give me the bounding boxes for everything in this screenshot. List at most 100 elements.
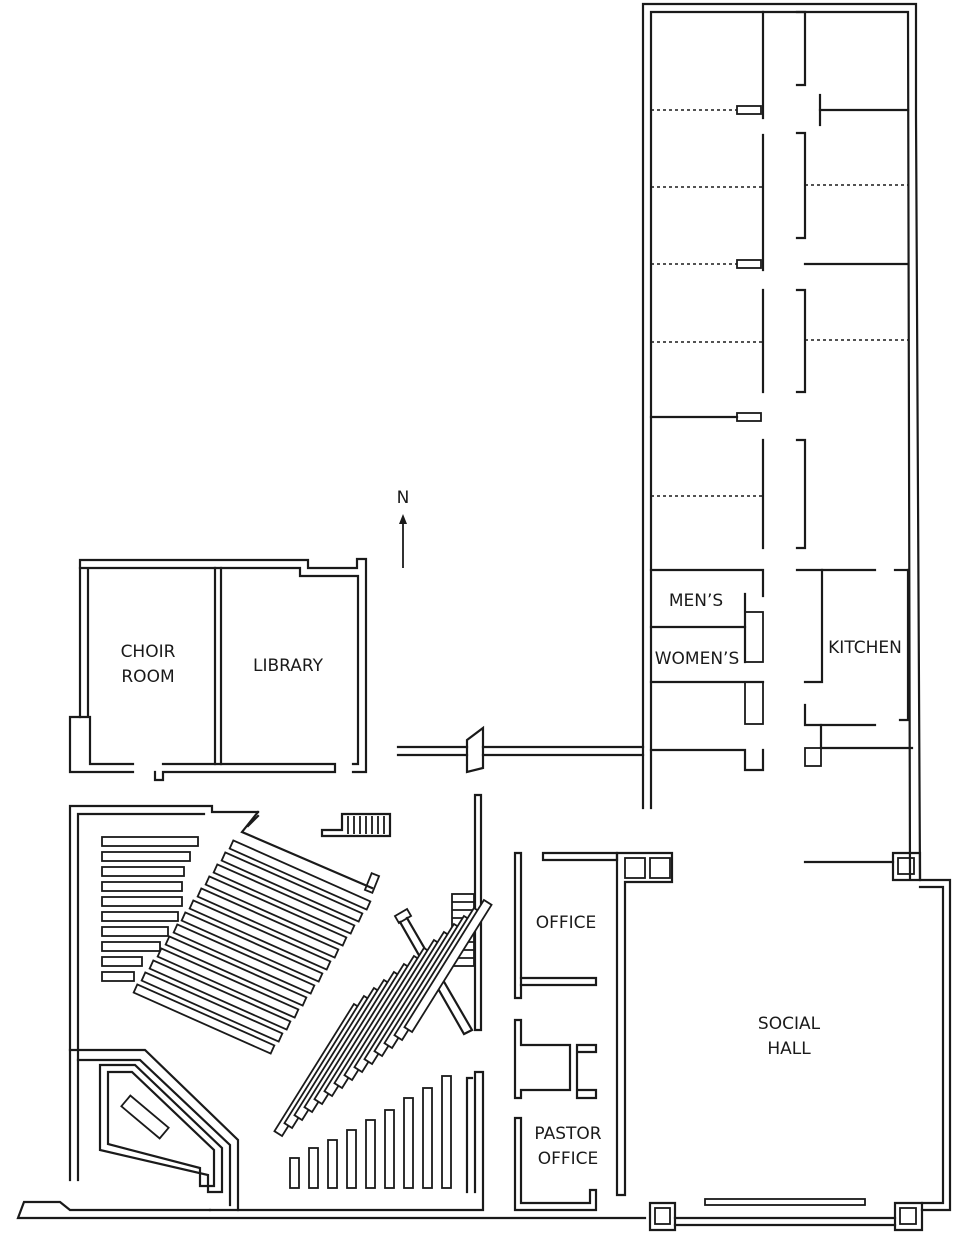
choir-library-divider	[213, 566, 223, 766]
sanctuary-east-wall	[473, 793, 483, 1032]
pew	[148, 959, 292, 1031]
kitchen-column	[804, 747, 822, 767]
east-wing-outer-wall	[641, 2, 922, 880]
partition-pocket	[736, 259, 762, 269]
pew	[101, 911, 179, 922]
social-hall-west-wall	[615, 851, 674, 1197]
wall-end	[363, 871, 381, 895]
plumbing-chase	[744, 611, 764, 663]
sanctuary	[16, 793, 647, 1220]
pew	[101, 941, 161, 952]
plumbing-chase	[744, 681, 764, 725]
pew	[164, 935, 308, 1007]
corridor-walls	[396, 745, 645, 757]
pew	[308, 1147, 319, 1189]
social-hall-south-wall	[673, 1216, 897, 1227]
column	[649, 857, 671, 879]
corridor-east-wall-1	[795, 10, 807, 87]
corridor-door	[465, 725, 485, 774]
pastor-office-label-line1: PASTOR	[534, 1124, 601, 1144]
sanctuary-north-wall	[240, 810, 374, 890]
womens-label: WOMEN’S	[655, 649, 740, 669]
restroom-north-wall	[649, 568, 765, 598]
office-closets	[513, 1018, 598, 1100]
pastor-office-walls	[513, 1116, 598, 1212]
choir-library-outer-wall	[68, 557, 368, 774]
pew	[384, 1109, 395, 1189]
office-wing	[513, 851, 952, 1232]
column-inner	[899, 1207, 917, 1225]
north-arrow: N	[397, 488, 409, 568]
pew	[101, 881, 183, 892]
wall-end	[393, 907, 413, 925]
pew	[196, 887, 340, 959]
pew	[101, 851, 191, 862]
pew	[365, 1119, 376, 1189]
altar	[120, 1094, 170, 1140]
pew	[101, 971, 135, 982]
library-label: LIBRARY	[253, 656, 324, 676]
pew	[180, 911, 324, 983]
chancel-platform-inner	[106, 1070, 216, 1188]
partition-pocket	[736, 412, 762, 422]
choir-library-inner-wall	[78, 566, 360, 766]
pews	[101, 836, 493, 1189]
office-label: OFFICE	[536, 913, 597, 933]
pew	[204, 875, 348, 947]
kitchen-south-wall	[803, 703, 877, 727]
pew	[101, 956, 143, 967]
sanctuary-west-wall	[68, 804, 260, 1182]
pew	[228, 839, 372, 911]
choir-room-label-line1: CHOIR	[121, 642, 176, 662]
pew	[212, 863, 356, 935]
chancel-rail	[68, 1048, 240, 1212]
partition-pocket	[736, 105, 762, 115]
pew	[220, 851, 364, 923]
kitchen-east-wall	[898, 568, 910, 722]
pew	[289, 1157, 300, 1189]
pew	[403, 898, 493, 1034]
sanctuary-south-wall	[16, 1200, 647, 1220]
corridor-east-wall-2	[795, 131, 807, 240]
mens-label: MEN’S	[669, 591, 723, 611]
column-inner	[654, 1207, 671, 1225]
pew	[101, 836, 199, 847]
choir-library-south-wall	[153, 762, 337, 782]
kitchen-label: KITCHEN	[828, 638, 902, 658]
pew	[403, 1097, 414, 1189]
stage-edge	[704, 1198, 866, 1206]
corridor-east-wall-4	[795, 438, 807, 550]
choir-library-wing	[68, 557, 368, 782]
social-hall-east-wall	[918, 878, 952, 1212]
sanctuary-southeast-wall	[208, 1070, 485, 1212]
pew	[101, 896, 183, 907]
kitchen-west-wall	[803, 568, 824, 684]
pew	[327, 1139, 338, 1189]
choir-room-label-line2: ROOM	[121, 667, 174, 687]
office-south-wall	[519, 976, 598, 987]
office-west-wall	[513, 851, 523, 1000]
pew	[346, 1129, 357, 1189]
office-north-wall	[541, 851, 619, 862]
column	[891, 851, 922, 882]
chancel-platform	[98, 1063, 224, 1194]
pew	[140, 971, 284, 1043]
pew	[441, 1075, 452, 1189]
column	[893, 1201, 924, 1232]
north-arrow-head	[399, 514, 407, 524]
column-inner	[897, 857, 915, 875]
pew	[172, 923, 316, 995]
pew	[188, 899, 332, 971]
pew	[101, 926, 169, 937]
pew	[101, 866, 185, 877]
restroom-corridor-wall	[649, 748, 765, 772]
social-hall-label-line2: HALL	[767, 1039, 811, 1059]
east-wing	[641, 2, 922, 880]
stair	[320, 812, 392, 838]
column	[648, 1201, 677, 1232]
east-wing-inner-wall	[649, 10, 912, 880]
corridor-east-wall-3	[795, 288, 807, 394]
stair-treads	[347, 816, 385, 834]
